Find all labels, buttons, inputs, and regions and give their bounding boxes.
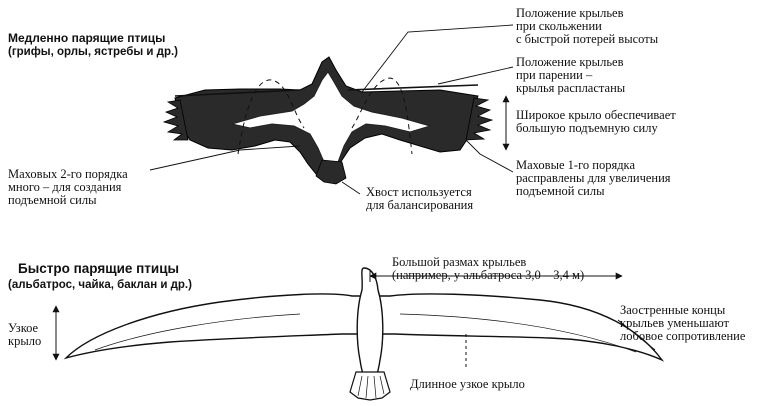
soaring-wing-line — [174, 84, 479, 97]
tail-label: Хвост используется для балансирования — [366, 185, 474, 212]
pointed-tips-label: Заостренные концы крыльев уменьшают лобо… — [620, 303, 746, 343]
right-primary-feathers — [465, 97, 494, 141]
tail — [315, 159, 347, 185]
broad-wing-label: Широкое крыло обеспечивает большую подъе… — [516, 108, 676, 135]
top-leader-lines — [149, 24, 514, 195]
glide-wing-label: Положение крыльев при скольжении с быстр… — [516, 6, 659, 46]
wing-inner-line — [94, 313, 637, 353]
narrow-wing-label: Узкое крыло — [8, 321, 42, 348]
soaring-bird-front-view — [162, 56, 494, 185]
leader-glide — [361, 24, 514, 93]
leader-tips — [617, 319, 656, 351]
leader-primaries — [465, 139, 514, 173]
albatross-body — [356, 267, 384, 389]
left-primary-feathers — [162, 99, 189, 141]
bottom-subtitle: (альбатрос, чайка, баклан и др.) — [8, 279, 192, 291]
leader-secondaries — [149, 145, 301, 171]
top-subtitle: (грифы, орлы, ястребы и др.) — [8, 46, 179, 58]
albatross-top-view — [63, 267, 665, 401]
gliding-wing-dashed — [237, 77, 413, 155]
leader-soar — [437, 66, 514, 85]
bird-body-outline — [231, 71, 432, 167]
wingspan-label: Большой размах крыльев (например, у альб… — [392, 255, 585, 282]
top-title: Медленно парящие птицы — [8, 31, 166, 45]
soar-wing-label: Положение крыльев при парении – крылья р… — [516, 55, 626, 95]
tail-feather-lines — [357, 375, 385, 399]
secondaries-label: Маховых 2-го порядка много – для создани… — [8, 167, 128, 207]
leader-tail — [341, 181, 361, 195]
albatross-tail — [349, 371, 391, 401]
wingspan-arrow — [369, 270, 623, 282]
bottom-title: Быстро парящие птицы — [18, 261, 180, 276]
long-narrow-wing-label: Длинное узкое крыло — [410, 377, 525, 391]
primaries-label: Маховые 1-го порядка расправлены для уве… — [516, 158, 671, 198]
